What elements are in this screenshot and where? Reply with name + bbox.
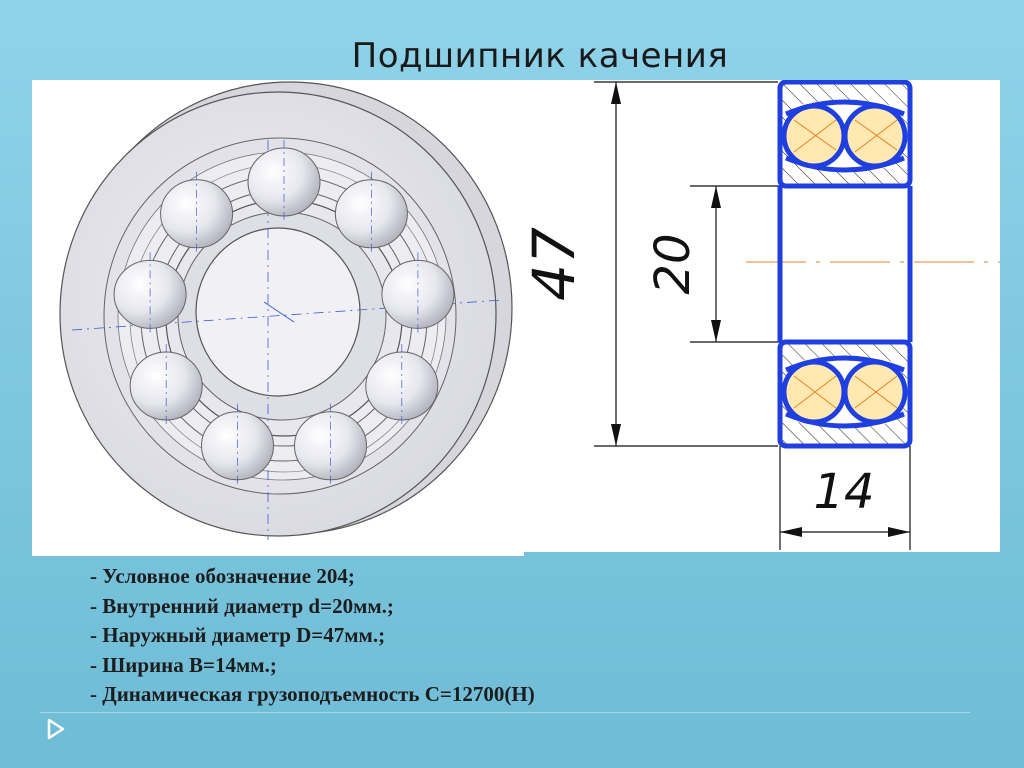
- spec-list: - Условное обозначение 204; - Внутренний…: [90, 562, 535, 710]
- technical-drawing: 47 20: [524, 80, 1000, 552]
- spec-inner-diameter: - Внутренний диаметр d=20мм.;: [90, 593, 394, 618]
- dim-inner-label: 20: [645, 233, 701, 294]
- slide-title: Подшипник качения: [351, 36, 729, 76]
- spec-designation: - Условное обозначение 204;: [90, 564, 355, 588]
- spec-outer-diameter: - Наружный диаметр D=47мм.;: [90, 623, 386, 647]
- dim-outer-label: 47: [524, 227, 588, 301]
- dim-width-label: 14: [813, 464, 874, 520]
- play-arrow-icon[interactable]: [46, 718, 66, 745]
- section-drawing: 47 20: [524, 80, 1000, 550]
- balls: [113, 140, 455, 488]
- spec-width: - Ширина B=14мм.;: [90, 652, 277, 677]
- footer-divider: [40, 712, 970, 713]
- bearing-3d-image: [32, 80, 524, 556]
- bearing-3d-illustration: [59, 81, 513, 540]
- spec-dynamic-load: - Динамическая грузоподъемность C=12700(…: [90, 682, 535, 706]
